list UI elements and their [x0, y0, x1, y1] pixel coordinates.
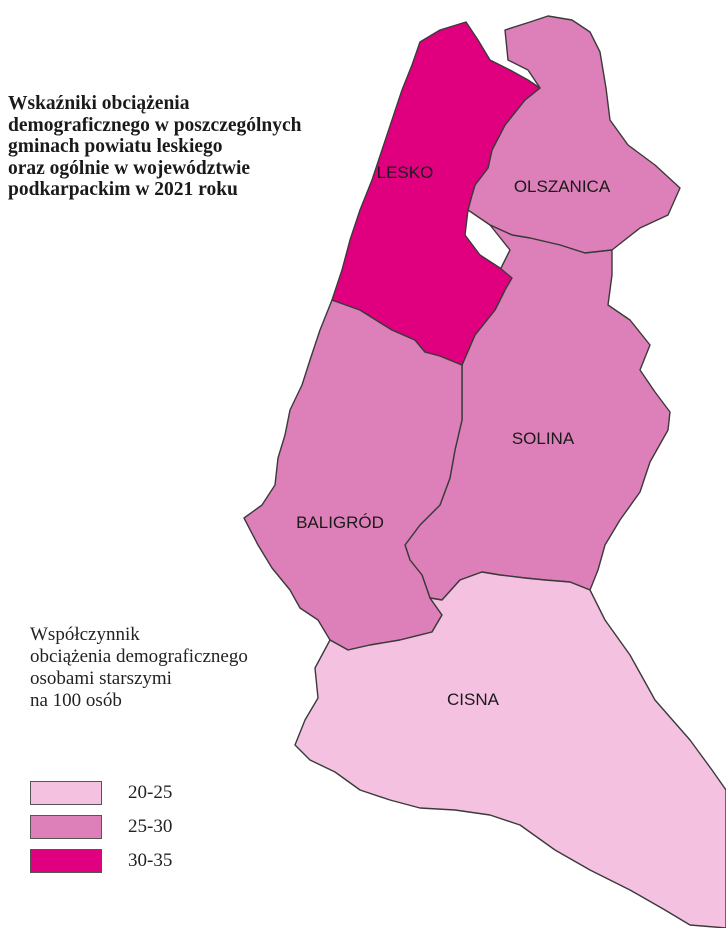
legend: 20-25 25-30 30-35 [30, 780, 172, 882]
region-cisna[interactable] [294, 571, 726, 928]
region-label-baligrod: BALIGRÓD [296, 513, 384, 532]
legend-title-line: na 100 osób [30, 690, 122, 711]
region-label-lesko: LESKO [377, 163, 434, 182]
legend-title-line: Współczynnik [30, 624, 140, 645]
legend-label: 30-35 [128, 850, 173, 871]
map-title-line: Wskaźniki obciążenia [8, 93, 190, 114]
legend-swatch [30, 849, 102, 873]
map-title-line: gminach powiatu leskiego [8, 136, 223, 157]
legend-title: Współczynnik obciążenia demograficznego … [30, 624, 350, 712]
region-label-cisna: CISNA [447, 690, 500, 709]
region-label-olszanica: OLSZANICA [514, 177, 611, 196]
region-label-solina: SOLINA [512, 429, 575, 448]
legend-label: 20-25 [128, 782, 173, 803]
map-title-line: podkarpackim w 2021 roku [8, 179, 238, 200]
legend-title-line: osobami starszymi [30, 668, 172, 689]
legend-swatch [30, 815, 102, 839]
legend-swatch [30, 781, 102, 805]
region-lesko[interactable] [331, 21, 541, 366]
legend-title-line: obciążenia demograficznego [30, 646, 248, 667]
legend-label: 25-30 [128, 816, 173, 837]
legend-item: 20-25 [30, 780, 172, 806]
map-title-line: oraz ogólnie w województwie [8, 157, 251, 179]
legend-item: 25-30 [30, 814, 172, 840]
map-title-line: demograficznego w poszczególnych [8, 114, 302, 136]
legend-item: 30-35 [30, 848, 172, 874]
map-title: Wskaźniki obciążenia demograficznego w p… [8, 93, 368, 201]
